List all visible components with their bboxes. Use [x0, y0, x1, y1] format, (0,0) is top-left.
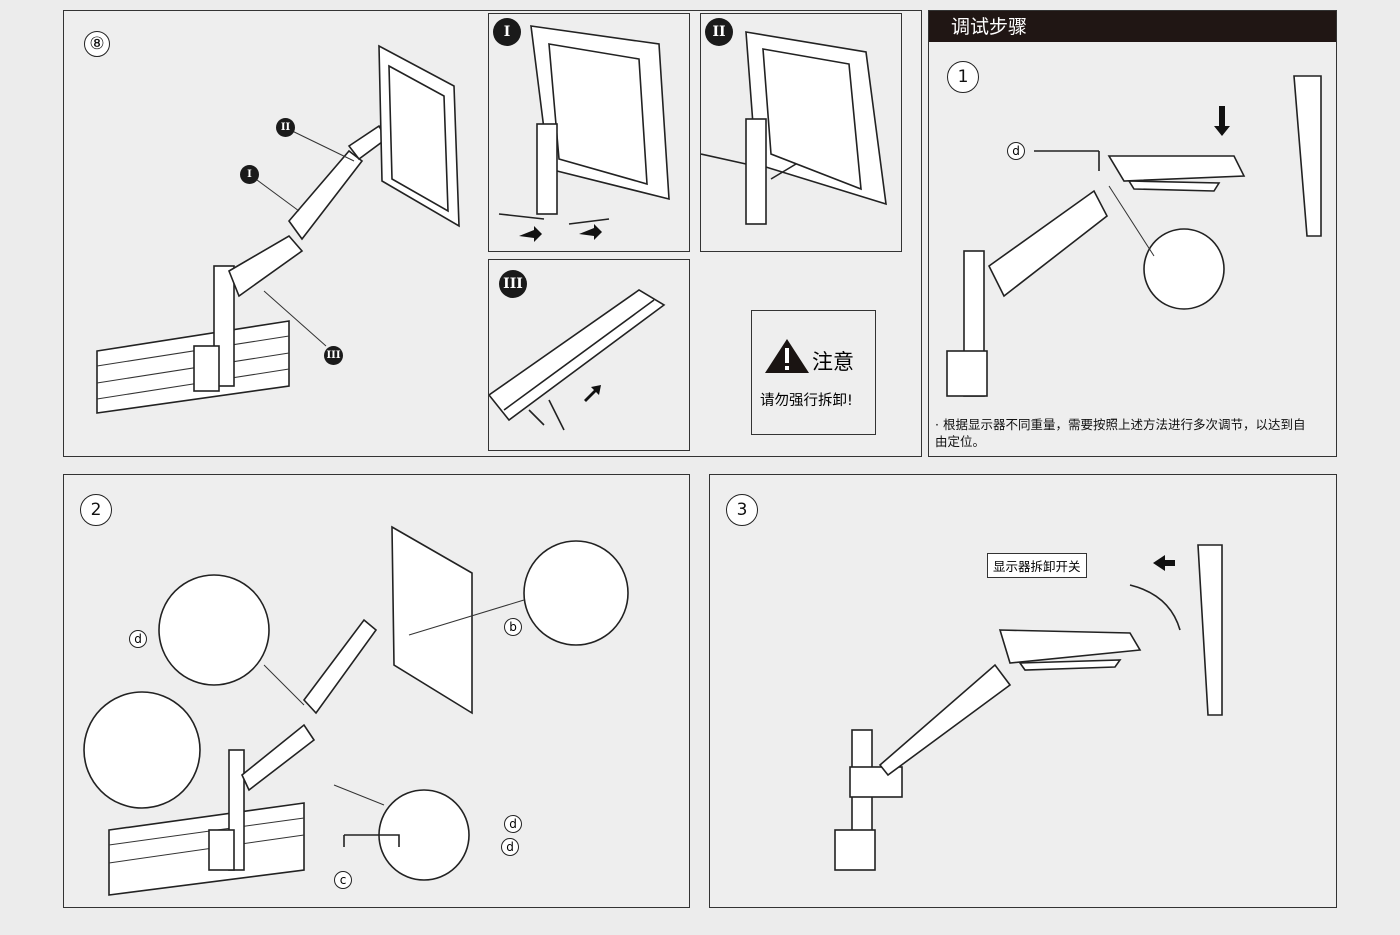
step-number: 1	[947, 61, 979, 93]
sub-step-label: I	[493, 18, 521, 46]
label-d: d	[504, 815, 522, 833]
warning-icon	[765, 339, 809, 373]
label-c: c	[334, 871, 352, 889]
label-d: d	[501, 838, 519, 856]
warning-title: 注意	[812, 350, 854, 374]
sub-step-label: III	[499, 270, 527, 298]
removal-illustration	[834, 544, 1223, 871]
panel-title: 调试步骤	[929, 11, 1336, 42]
panel-step-2: 2 d b d d c	[63, 474, 690, 908]
adjustment-illustration	[946, 75, 1322, 397]
panel-debug-steps: 调试步骤 1 d · 根据显示器不同重量，需要按照上述方法进行多次调节，以达到自…	[928, 10, 1337, 457]
sub-step-II: II	[700, 13, 902, 252]
release-switch-label: 显示器拆卸开关	[987, 553, 1087, 578]
installation-illustration	[83, 525, 629, 896]
warning-box: 注意 请勿强行拆卸!	[751, 310, 876, 435]
callout-III: III	[324, 346, 343, 365]
sub-step-I: I	[488, 13, 690, 252]
adjustment-note: · 根据显示器不同重量，需要按照上述方法进行多次调节，以达到自由定位。	[935, 417, 1306, 449]
step-number: 3	[726, 494, 758, 526]
step-number: 2	[80, 494, 112, 526]
label-d: d	[129, 630, 147, 648]
warning-text: 请勿强行拆卸!	[760, 393, 853, 409]
sub-step-III: III	[488, 259, 690, 451]
callout-I: I	[240, 165, 259, 184]
tool-label-d: d	[1007, 142, 1025, 160]
step-number: ⑧	[84, 31, 110, 57]
monitor-arm-illustration	[96, 44, 460, 414]
callout-II: II	[276, 118, 295, 137]
sub-step-label: II	[705, 18, 733, 46]
label-b: b	[504, 618, 522, 636]
panel-step-3: 3	[709, 474, 1337, 908]
